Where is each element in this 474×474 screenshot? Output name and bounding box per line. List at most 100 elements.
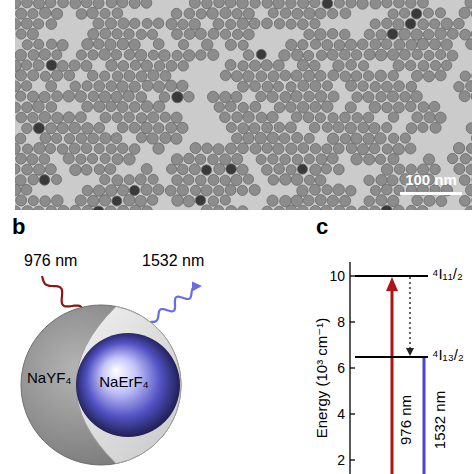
nanoparticle bbox=[214, 0, 225, 8]
nanoparticle bbox=[346, 80, 357, 91]
nanoparticle bbox=[39, 175, 50, 186]
nanoparticle bbox=[213, 205, 223, 210]
nanoparticle bbox=[369, 206, 380, 210]
nanoparticle bbox=[141, 60, 152, 71]
nanoparticle bbox=[142, 206, 153, 210]
nanoparticle bbox=[22, 102, 33, 113]
nanoparticle bbox=[364, 49, 375, 60]
nanoparticle bbox=[214, 102, 224, 112]
nanoparticle bbox=[201, 205, 212, 210]
nanoparticle bbox=[346, 59, 357, 70]
nanoparticle bbox=[15, 102, 21, 112]
nanoparticle bbox=[117, 0, 128, 8]
nanoparticle bbox=[268, 8, 278, 18]
nanoparticle bbox=[232, 29, 242, 39]
nanoparticle bbox=[405, 143, 416, 154]
nanoparticle bbox=[364, 175, 374, 185]
nanoparticle bbox=[303, 112, 314, 123]
nanoparticle bbox=[22, 164, 33, 175]
nanoparticle bbox=[423, 8, 433, 18]
nanoparticle bbox=[129, 0, 140, 9]
material-label: NaYF₄ bbox=[27, 369, 71, 386]
nanoparticle bbox=[171, 112, 182, 123]
nanoparticle bbox=[69, 143, 80, 154]
nanoparticle bbox=[124, 195, 135, 206]
nanoparticle bbox=[465, 206, 472, 210]
nanoparticle bbox=[46, 19, 57, 30]
nanoparticle bbox=[267, 132, 278, 143]
nanoparticle bbox=[405, 60, 415, 70]
nanoparticle bbox=[208, 175, 219, 186]
shell-surface bbox=[21, 305, 181, 465]
nanoparticle bbox=[298, 40, 308, 50]
nanoparticle bbox=[165, 80, 176, 91]
nanoparticle bbox=[273, 82, 283, 92]
nanoparticle bbox=[231, 71, 242, 82]
nanoparticle bbox=[112, 71, 122, 81]
nanoparticle bbox=[231, 91, 242, 102]
nanoparticle bbox=[202, 143, 213, 154]
nanoparticle bbox=[93, 18, 104, 29]
nanoparticle bbox=[435, 8, 445, 18]
nanoparticle bbox=[100, 71, 110, 81]
nanoparticle bbox=[418, 60, 429, 71]
nanoparticle bbox=[27, 91, 38, 102]
nanoparticle bbox=[87, 70, 98, 81]
nanoparticle bbox=[274, 206, 285, 210]
nanoparticle bbox=[303, 50, 313, 60]
nanoparticle bbox=[195, 195, 205, 205]
nanoparticle bbox=[81, 60, 92, 71]
nanoparticle bbox=[441, 39, 452, 50]
nanoparticle bbox=[466, 184, 472, 196]
nanoparticle bbox=[148, 50, 158, 60]
wavelength-label: 976 nm bbox=[24, 252, 77, 270]
shell-sphere: NaErF₄NaYF₄ bbox=[21, 305, 181, 465]
nanoparticle bbox=[105, 39, 116, 50]
transition-label: 976 nm bbox=[397, 395, 414, 445]
nanoparticle bbox=[148, 112, 159, 123]
nanoparticle bbox=[262, 165, 273, 176]
nanoparticle bbox=[123, 90, 134, 101]
tick-label: 10 bbox=[329, 268, 345, 284]
nanoparticle bbox=[160, 132, 171, 143]
nanoparticle bbox=[328, 70, 339, 81]
nanoparticle bbox=[75, 112, 86, 123]
nanoparticle bbox=[256, 71, 267, 82]
nanoparticle bbox=[256, 154, 266, 164]
nanoparticle bbox=[130, 205, 141, 210]
nanoparticle bbox=[177, 122, 188, 133]
nanoparticle bbox=[273, 143, 284, 154]
nanoparticle bbox=[21, 18, 32, 29]
nanoparticle bbox=[191, 185, 201, 195]
nanoparticle bbox=[46, 60, 57, 71]
nanoparticle bbox=[394, 0, 405, 8]
nanoparticle bbox=[267, 91, 278, 102]
nanoparticle bbox=[63, 112, 74, 123]
nanoparticle bbox=[459, 175, 470, 186]
nanoparticle bbox=[118, 205, 129, 210]
nanoparticle bbox=[15, 0, 21, 9]
nanoparticle bbox=[141, 184, 152, 195]
nanoparticle bbox=[286, 143, 297, 154]
nanoparticle bbox=[33, 206, 44, 210]
nanoparticle bbox=[315, 29, 327, 41]
nanoparticle bbox=[328, 9, 338, 19]
nanoparticle bbox=[142, 18, 152, 28]
nanoparticle bbox=[172, 50, 182, 60]
axis-title: Energy (10³ cm⁻¹) bbox=[313, 318, 330, 438]
nanoparticle bbox=[21, 184, 32, 195]
nanoparticle bbox=[15, 206, 21, 210]
energy-level: ⁴I₁₁/₂ bbox=[355, 275, 428, 277]
nanoparticle bbox=[375, 154, 385, 164]
nanoparticle bbox=[460, 29, 471, 40]
nanoparticle bbox=[106, 101, 117, 112]
nanoparticle bbox=[226, 164, 237, 175]
nanoparticle bbox=[124, 70, 135, 81]
nanoparticle bbox=[15, 70, 26, 81]
nanoparticle bbox=[88, 195, 99, 206]
nanoparticle bbox=[136, 133, 146, 143]
nanoparticle bbox=[82, 39, 93, 50]
nanoparticle bbox=[430, 39, 441, 50]
nanoparticle bbox=[291, 174, 303, 186]
